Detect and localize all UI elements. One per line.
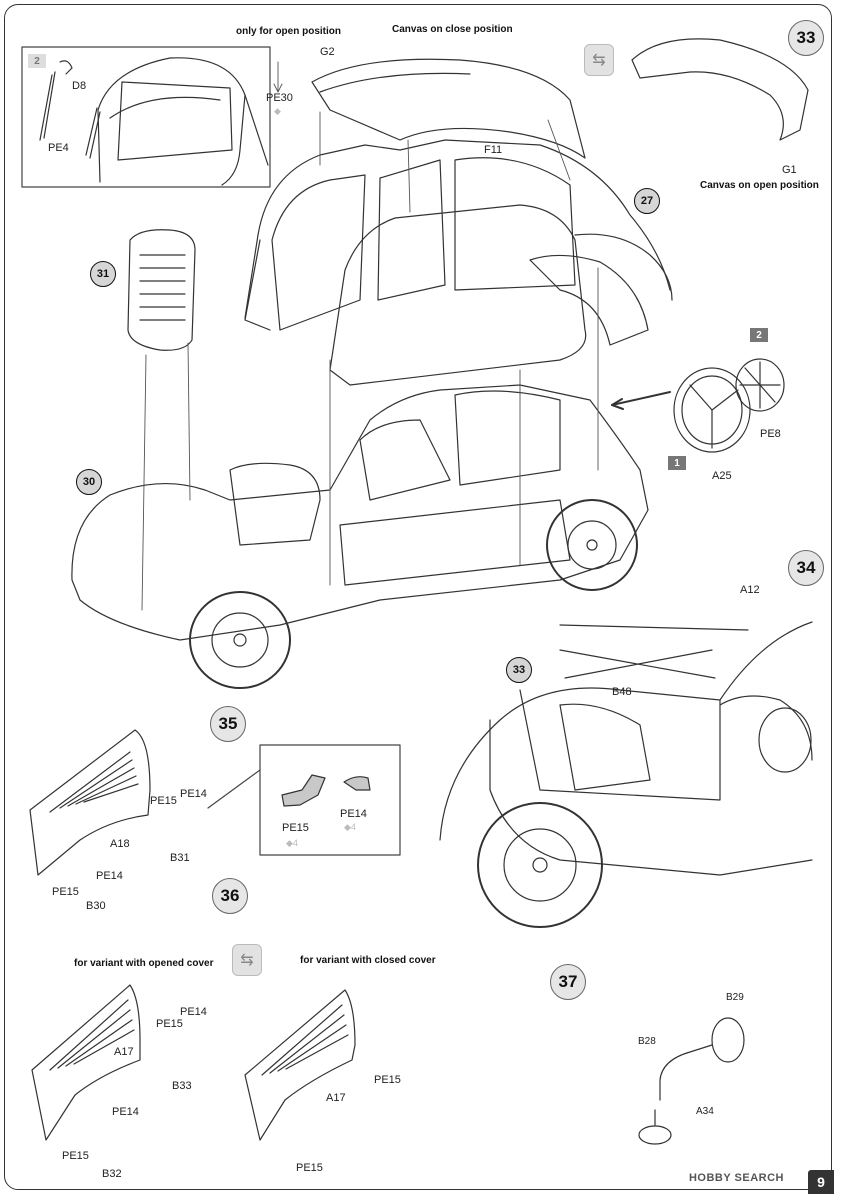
hood-panel-A17-closed (244, 989, 356, 1141)
hood-panel-A17-opened (31, 984, 141, 1141)
page-frame (4, 4, 832, 1190)
watermark: HOBBY SEARCH (688, 1172, 784, 1184)
hood-panel-A18 (29, 729, 151, 876)
part-PE14-d: PE14 (112, 1106, 139, 1118)
part-B28: B28 (638, 1036, 656, 1047)
photo-etch-icon: ◆ (274, 106, 281, 116)
assembly-guides (141, 61, 599, 611)
windshield-inset-box (21, 46, 271, 188)
note-open-position: only for open position (236, 26, 341, 37)
part-PE15-d: PE15 (62, 1150, 89, 1162)
part-A17-a: A17 (114, 1046, 134, 1058)
part-PE15-f: PE15 (296, 1162, 323, 1174)
subassembly-33: 33 (506, 657, 532, 683)
part-B48: B48 (612, 686, 632, 698)
chassis-lower-body (71, 384, 649, 641)
part-PE14-inset: PE14 (340, 808, 367, 820)
symmetry-icon: ⇆ (584, 44, 614, 76)
part-PE15-c: PE15 (156, 1018, 183, 1030)
radiator-grille-31 (127, 229, 196, 351)
part-A12: A12 (740, 584, 760, 596)
steering-wheel-A25 (673, 367, 751, 453)
note-variant-opened: for variant with opened cover (74, 958, 214, 969)
part-G1: G1 (782, 164, 797, 176)
step-number-37: 37 (550, 964, 586, 1000)
photo-etch-icon: ◆4 (344, 822, 356, 832)
part-A17-b: A17 (326, 1092, 346, 1104)
step-number-36: 36 (212, 878, 248, 914)
part-B30: B30 (86, 900, 106, 912)
step34-front-wheel (477, 802, 603, 928)
part-PE30: PE30 (266, 92, 293, 104)
part-B31: B31 (170, 852, 190, 864)
clip-inset-box (259, 744, 401, 856)
part-PE4: PE4 (48, 142, 69, 154)
clip-PE14 (343, 776, 371, 791)
qty-pe14: 4 (350, 822, 356, 832)
step-number-33: 33 (788, 20, 824, 56)
rear-wheel (546, 499, 638, 591)
part-B32: B32 (102, 1168, 122, 1180)
step34-engine-bay (439, 621, 813, 876)
part-F11: F11 (484, 144, 503, 156)
inset-pointer (207, 769, 261, 809)
note-canvas-close: Canvas on close position (392, 24, 513, 35)
part-PE14-b: PE14 (96, 870, 123, 882)
part-PE15-e: PE15 (374, 1074, 401, 1086)
part-B29: B29 (726, 992, 744, 1003)
windshield-inset-drawing (39, 57, 269, 186)
part-PE15-a: PE15 (150, 795, 177, 807)
part-G2: G2 (320, 46, 335, 58)
canvas-open-G1 (631, 38, 809, 141)
part-PE8: PE8 (760, 428, 781, 440)
mirror-parts (638, 1017, 745, 1145)
part-PE15-inset: PE15 (282, 822, 309, 834)
part-D8: D8 (72, 80, 87, 92)
canvas-roof-G2 (311, 58, 586, 159)
front-wheel-30 (189, 591, 291, 689)
subassembly-31: 31 (90, 261, 116, 287)
note-variant-closed: for variant with closed cover (300, 955, 436, 966)
clip-PE15 (281, 774, 326, 807)
part-PE15-b: PE15 (52, 886, 79, 898)
part-PE14-c: PE14 (180, 1006, 207, 1018)
part-A18: A18 (110, 838, 130, 850)
part-PE14-a: PE14 (180, 788, 207, 800)
order-mark-2: 2 (750, 328, 768, 342)
note-canvas-open: Canvas on open position (700, 180, 819, 191)
subassembly-27: 27 (634, 188, 660, 214)
photo-etch-icon: ◆4 (286, 838, 298, 848)
part-B33: B33 (172, 1080, 192, 1092)
steering-arrow (611, 391, 671, 406)
order-mark-1: 1 (668, 456, 686, 470)
step-number-35: 35 (210, 706, 246, 742)
part-A25: A25 (712, 470, 732, 482)
qty-pe15: 4 (292, 838, 298, 848)
page-number: 9 (808, 1170, 834, 1194)
steering-hub-PE8 (735, 358, 785, 412)
part-A34: A34 (696, 1106, 714, 1117)
inset-count-badge: 2 (28, 54, 46, 68)
step-number-34: 34 (788, 550, 824, 586)
body-shell (244, 139, 673, 386)
symmetry-icon: ⇆ (232, 944, 262, 976)
subassembly-30: 30 (76, 469, 102, 495)
